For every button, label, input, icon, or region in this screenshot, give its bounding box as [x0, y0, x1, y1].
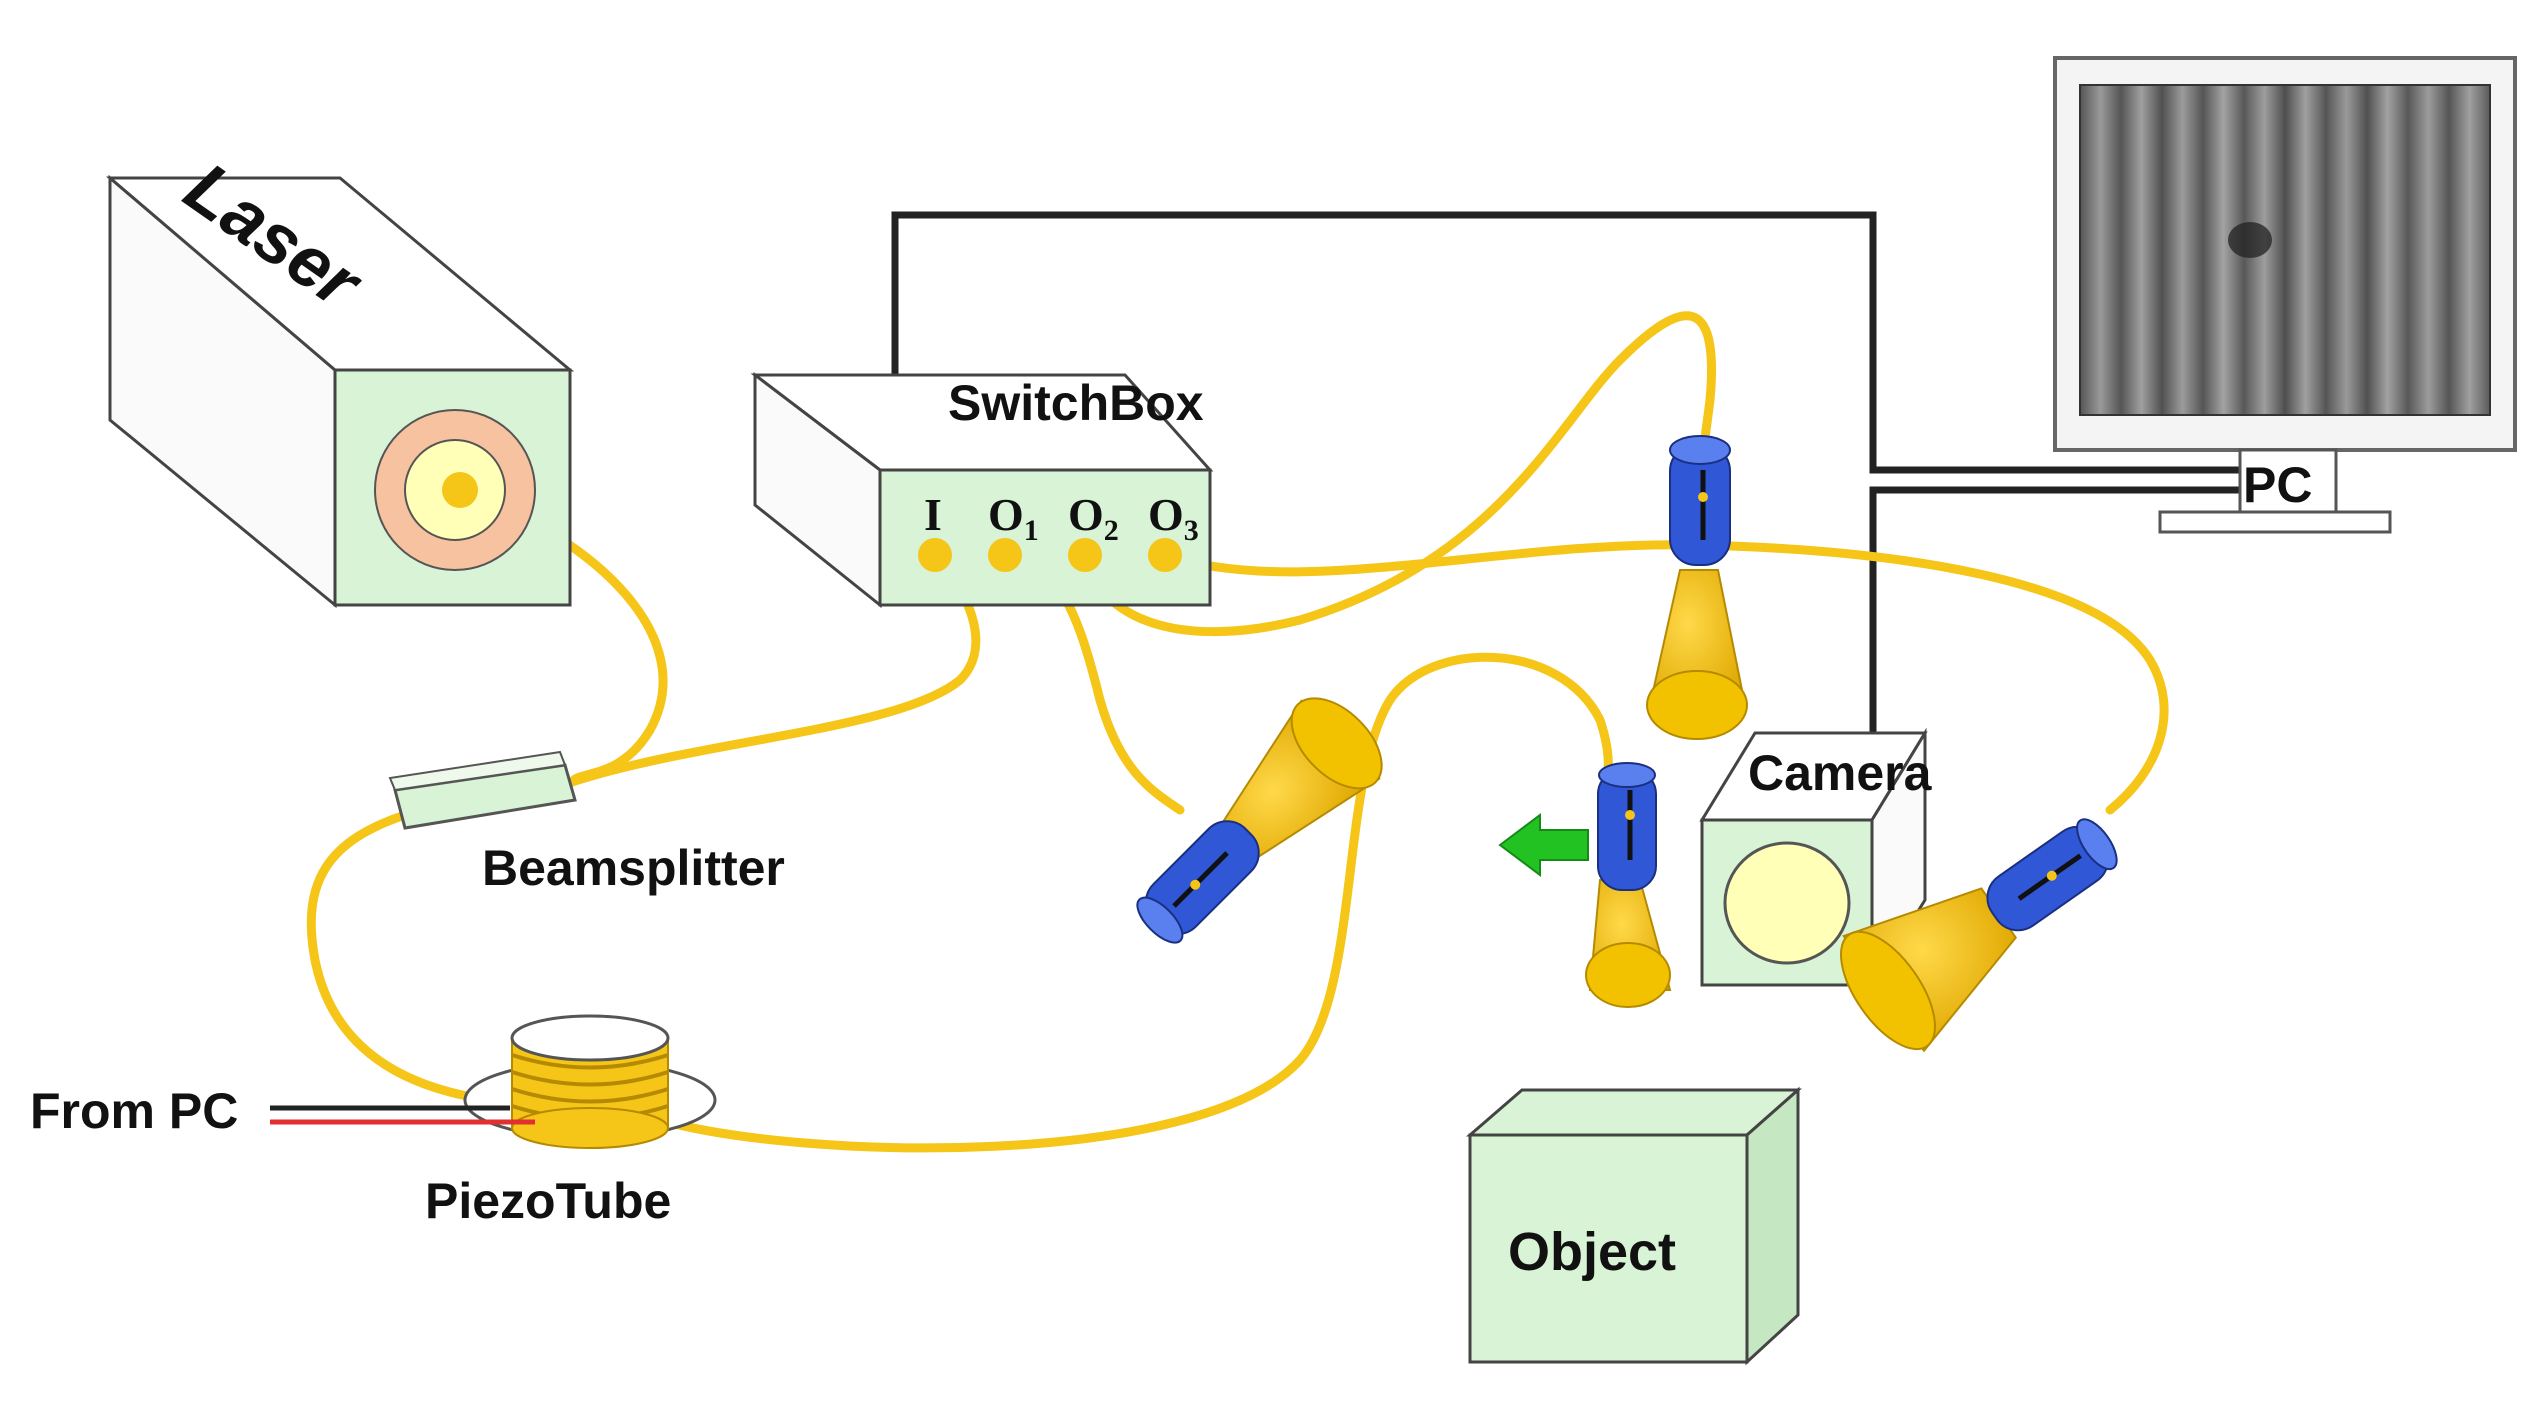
- probe-right-cone-mouth: [1839, 930, 1936, 1051]
- object-side-face: [1745, 1086, 1800, 1366]
- probe-right: [1839, 818, 2118, 1053]
- beamsplitter-top: [388, 750, 567, 792]
- signal-wires: [891, 211, 2240, 733]
- monitor-fringe-defect: [2228, 222, 2272, 258]
- probe-top-dot: [1698, 492, 1708, 502]
- from-pc-label: From PC: [30, 1083, 238, 1139]
- probe-top-cone-mouth: [1646, 670, 1748, 740]
- switchbox-front-face: [878, 468, 1212, 607]
- switchbox-unit: SwitchBox I O1 O2 O3: [750, 371, 1214, 609]
- object-label: Object: [1508, 1222, 1676, 1282]
- probe-center-dot: [1625, 810, 1635, 820]
- camera-label: Camera: [1748, 745, 1933, 801]
- probe-o1-cap: [1136, 896, 1184, 944]
- green-left-arrow-icon: [1498, 813, 1589, 877]
- probe-top-cap: [1669, 435, 1731, 465]
- probe-o1-slit: [1172, 851, 1229, 908]
- piezotube-unit: From PC PiezoTube: [30, 1014, 717, 1229]
- probe-o1: [1136, 697, 1383, 944]
- piezo-coil-top: [510, 1014, 670, 1062]
- monitor-stand: [2158, 510, 2392, 534]
- piezo-coil-windings: [511, 1053, 669, 1121]
- beamsplitter-unit: Beamsplitter: [388, 750, 785, 896]
- camera-lens: [1723, 841, 1851, 965]
- probe-center-cone-mouth: [1585, 942, 1671, 1008]
- fiber-piezo-to-probe: [655, 652, 1613, 1153]
- port-o1-connector: [988, 538, 1022, 572]
- port-o3-label: O3: [1148, 489, 1199, 547]
- probe-o1-cone-mouth: [1290, 697, 1383, 790]
- laser-unit: Laser: [105, 148, 575, 609]
- probe-center: [1585, 762, 1672, 1008]
- switchbox-label: SwitchBox: [948, 375, 1204, 431]
- probe-top: [1646, 435, 1748, 740]
- laser-output-port: [442, 472, 478, 508]
- port-o3-connector: [1148, 538, 1182, 572]
- pc-label: PC: [2243, 457, 2312, 513]
- fiber-o2-to-probe: [1080, 311, 1716, 637]
- monitor-screen: [2079, 84, 2491, 416]
- probe-center-cap: [1598, 762, 1656, 788]
- pc-monitor: PC: [2053, 56, 2517, 534]
- fiber-beamsplitter-loop-to-piezo: [306, 810, 495, 1105]
- camera-unit: Camera: [1699, 727, 1933, 991]
- beamsplitter-label: Beamsplitter: [482, 840, 785, 896]
- probe-o1-dot: [1190, 879, 1201, 890]
- port-o2-connector: [1068, 538, 1102, 572]
- port-o2-label: O2: [1068, 489, 1119, 547]
- port-in-connector: [918, 538, 952, 572]
- probe-right-dot: [2046, 870, 2057, 881]
- port-o1-label: O1: [988, 489, 1039, 547]
- monitor-neck: [2238, 448, 2338, 514]
- fiber-o3-to-probe: [1160, 540, 2169, 815]
- probe-right-cap: [2076, 818, 2118, 871]
- wire-switchbox-to-pc: [891, 211, 2240, 474]
- object-front-face: [1468, 1133, 1749, 1364]
- wire-camera-to-pc: [1869, 486, 2240, 733]
- piezotube-label: PiezoTube: [425, 1173, 671, 1229]
- object-unit: Object: [1465, 1086, 1802, 1366]
- object-top-face: [1465, 1088, 1802, 1137]
- piezo-coil-bottom: [511, 1107, 669, 1149]
- fiber-beamsplitter-to-switchbox-in: [567, 550, 981, 787]
- port-in-label: I: [924, 489, 942, 540]
